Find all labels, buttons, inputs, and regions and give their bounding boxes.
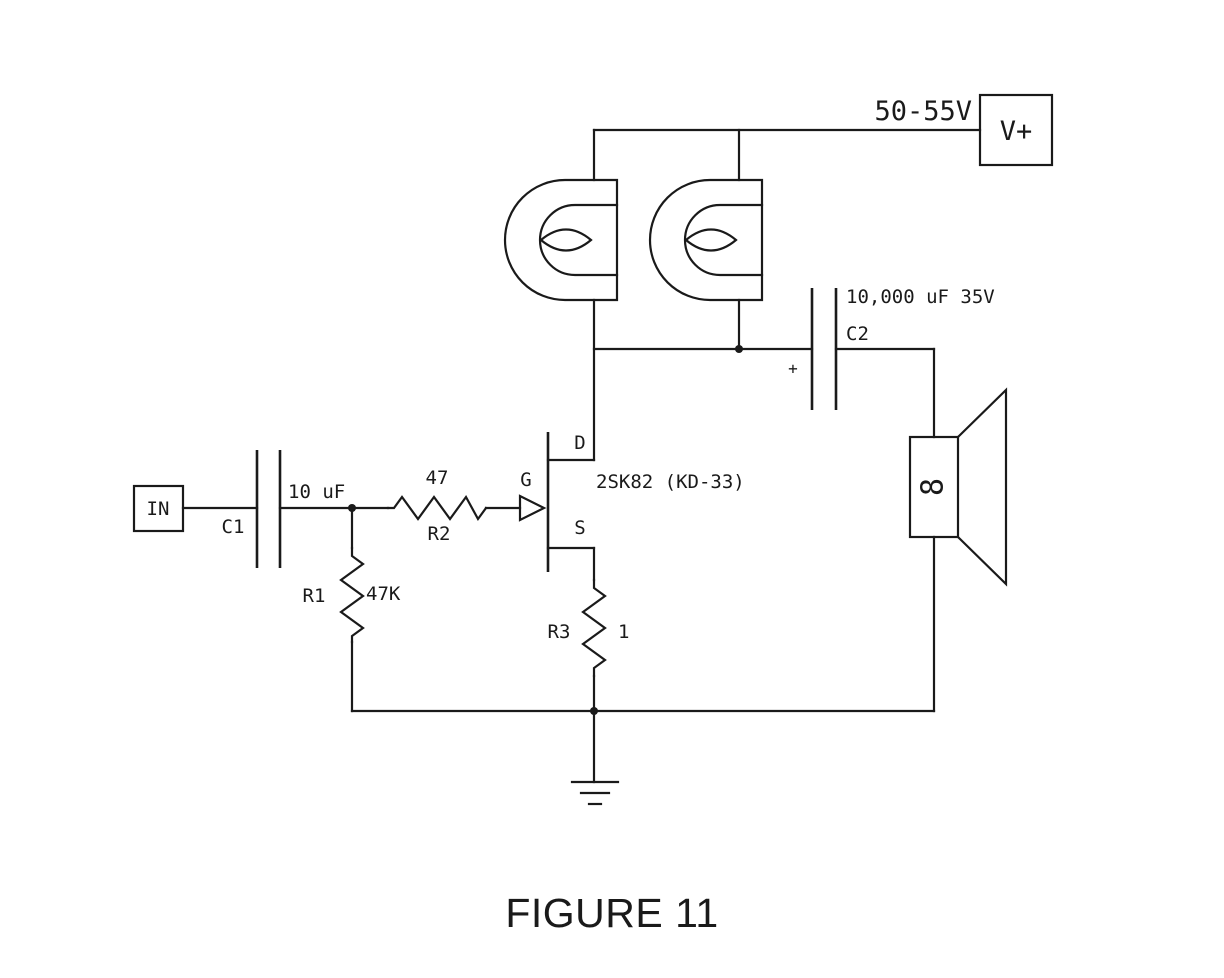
- speaker-impedance-label: 8: [916, 478, 951, 496]
- speaker: 8: [908, 387, 1008, 587]
- r2-value-label: 47: [426, 467, 449, 489]
- junction-dot: [348, 504, 356, 512]
- mosfet-drain-label: D: [574, 432, 585, 454]
- r2-ref-label: R2: [428, 523, 451, 545]
- resistor-r2: 47 R2: [386, 467, 488, 545]
- junction-dot: [735, 345, 743, 353]
- ground-symbol: [570, 780, 620, 806]
- input-terminal: IN: [132, 484, 185, 533]
- c2-value-label: 10,000 uF 35V: [846, 286, 995, 308]
- c2-ref-label: C2: [846, 323, 869, 345]
- lamp-2: [648, 178, 764, 302]
- junction-dot: [590, 707, 598, 715]
- resistor-r3: R3 1: [548, 578, 629, 678]
- r3-ref-label: R3: [548, 621, 571, 643]
- power-terminal-label: V+: [1000, 116, 1033, 147]
- supply-voltage-label: 50-55V: [874, 96, 972, 127]
- mosfet-part-label: 2SK82 (KD-33): [596, 471, 745, 493]
- capacitor-c1: C1 10 uF: [222, 450, 345, 568]
- r3-value-label: 1: [618, 621, 629, 643]
- mosfet-source-label: S: [574, 517, 585, 539]
- c1-ref-label: C1: [222, 516, 245, 538]
- c2-polarity-label: +: [788, 359, 798, 378]
- power-terminal: V+ 50-55V: [874, 93, 1054, 167]
- resistor-r1: R1 47K: [303, 546, 401, 644]
- lamp-1: [503, 178, 619, 302]
- wires: [181, 128, 982, 784]
- input-terminal-label: IN: [147, 498, 170, 520]
- capacitor-c2: + 10,000 uF 35V C2: [788, 286, 995, 410]
- c1-value-label: 10 uF: [288, 481, 345, 503]
- mosfet-q1: D G S 2SK82 (KD-33): [518, 432, 745, 572]
- r1-ref-label: R1: [303, 585, 326, 607]
- mosfet-gate-label: G: [520, 469, 531, 491]
- r1-value-label: 47K: [366, 583, 401, 605]
- figure-caption: FIGURE 11: [505, 890, 719, 936]
